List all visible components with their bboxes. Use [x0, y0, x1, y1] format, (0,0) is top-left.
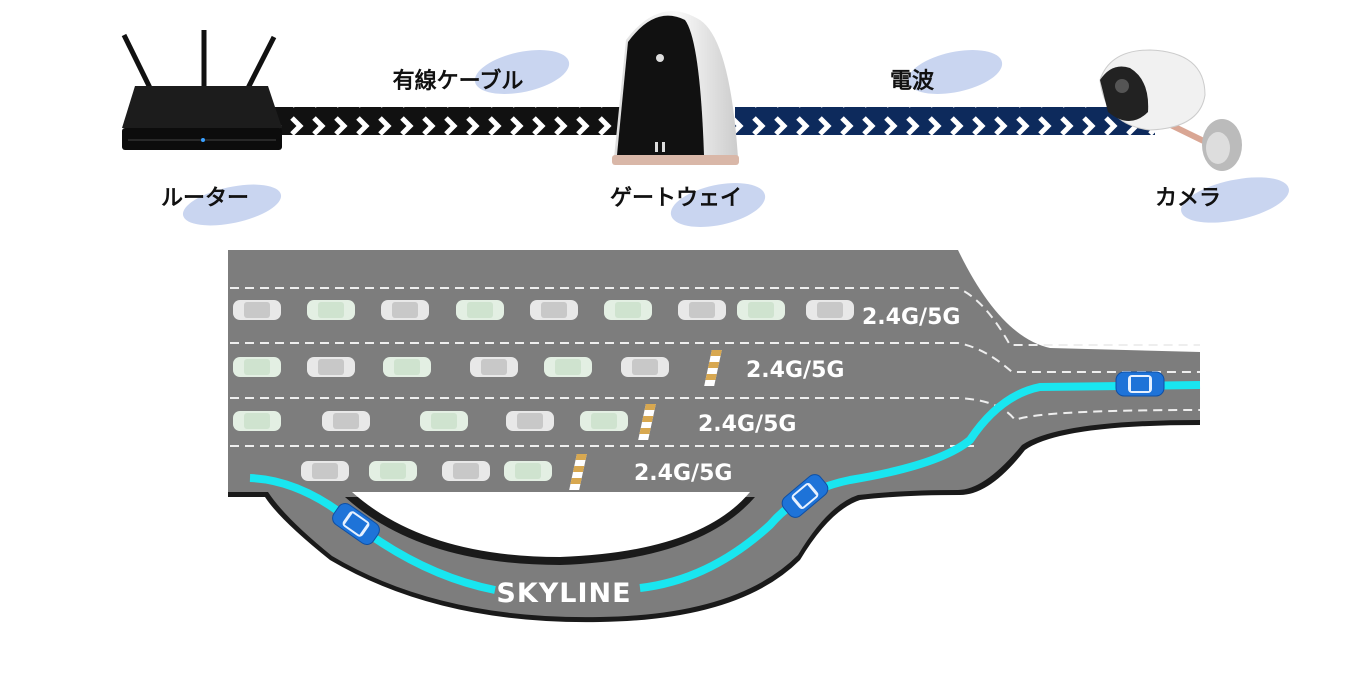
- traffic-car: [504, 461, 552, 481]
- traffic-car: [301, 461, 349, 481]
- road: [228, 250, 1201, 623]
- wired-cable-band: [272, 107, 622, 135]
- lane-barriers: [569, 350, 722, 490]
- blue-car: [332, 503, 380, 545]
- gateway-icon: [612, 11, 739, 165]
- traffic-car: [544, 357, 592, 377]
- lane-label-4: 2.4G/5G: [634, 461, 732, 486]
- radio-wave-band: [735, 107, 1155, 135]
- lane-label-2: 2.4G/5G: [746, 358, 844, 383]
- traffic-car: [506, 411, 554, 431]
- camera-icon: [1099, 49, 1242, 171]
- traffic-car: [307, 357, 355, 377]
- label-highlight-blobs: [182, 50, 1289, 227]
- router-icon: [121, 30, 282, 150]
- lane-label-1: 2.4G/5G: [862, 305, 960, 330]
- traffic-car: [381, 300, 429, 320]
- traffic-car: [530, 300, 578, 320]
- traffic-car: [621, 357, 669, 377]
- traffic-car: [420, 411, 468, 431]
- traffic-car: [442, 461, 490, 481]
- traffic-car: [383, 357, 431, 377]
- traffic-car: [806, 300, 854, 320]
- traffic-car: [233, 357, 281, 377]
- traffic-car: [604, 300, 652, 320]
- lane-dividers: [230, 287, 1201, 447]
- skyline-label: SKYLINE: [496, 578, 631, 609]
- gateway-label: ゲートウェイ: [610, 186, 742, 211]
- traffic-car: [580, 411, 628, 431]
- traffic-car: [678, 300, 726, 320]
- router-label: ルーター: [161, 186, 249, 211]
- traffic-car: [307, 300, 355, 320]
- traffic-car: [233, 411, 281, 431]
- blue-car: [1115, 371, 1165, 397]
- blue-car: [781, 474, 829, 518]
- traffic-cars: [233, 300, 854, 481]
- camera-label: カメラ: [1155, 186, 1221, 211]
- traffic-car: [737, 300, 785, 320]
- lane-label-3: 2.4G/5G: [698, 412, 796, 437]
- traffic-car: [470, 357, 518, 377]
- wired-cable-label: 有線ケーブル: [393, 68, 524, 94]
- traffic-car: [369, 461, 417, 481]
- traffic-car: [322, 411, 370, 431]
- traffic-car: [233, 300, 281, 320]
- radio-wave-label: 電波: [890, 69, 935, 94]
- traffic-car: [456, 300, 504, 320]
